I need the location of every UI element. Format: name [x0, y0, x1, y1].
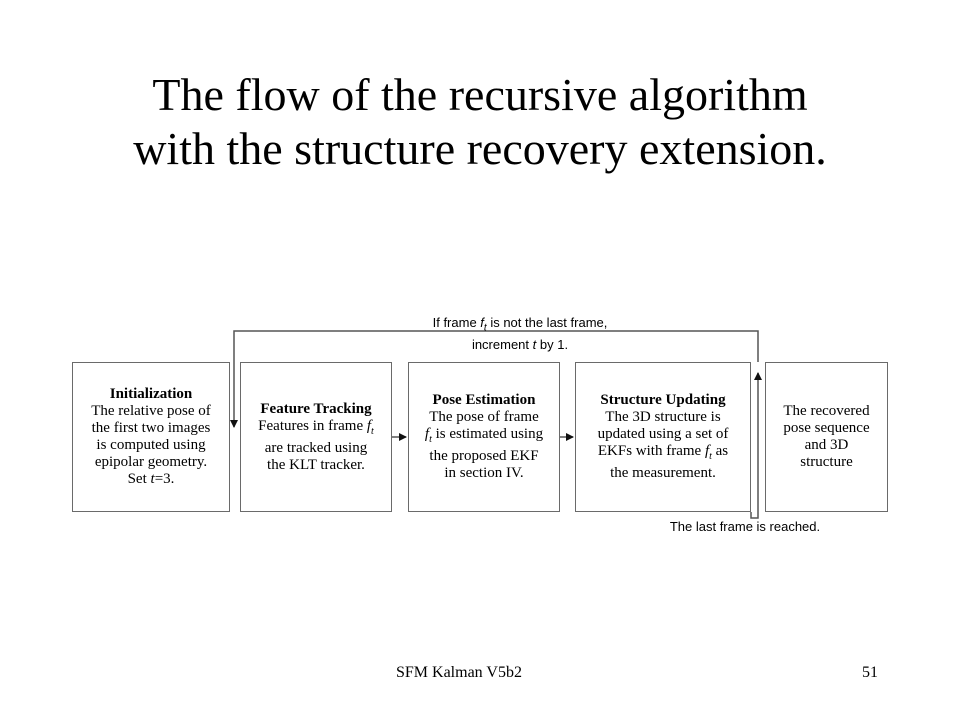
box-feature-tracking: Feature Tracking Features in frame ft ar…: [240, 362, 392, 512]
loop-label: If frame ft is not the last frame, incre…: [432, 315, 608, 352]
loop-connector: [230, 330, 759, 428]
exit-label: The last frame is reached.: [669, 519, 821, 534]
box-pose-estimation-heading: Pose Estimation: [432, 392, 536, 408]
exit-connector: [750, 372, 762, 519]
box-feature-tracking-heading: Feature Tracking: [260, 400, 372, 417]
box-structure-updating: Structure Updating The 3D structure is u…: [575, 362, 751, 512]
box-pose-estimation: Pose Estimation The pose of frame ft is …: [408, 362, 560, 512]
slide-title: The flow of the recursive algorithm with…: [0, 68, 960, 176]
title-line-2: with the structure recovery extension.: [133, 123, 827, 174]
title-line-1: The flow of the recursive algorithm: [152, 69, 808, 120]
footer-label: SFM Kalman V5b2: [396, 664, 522, 681]
box-initialization: Initialization The relative pose of the …: [72, 362, 230, 512]
box-structure-updating-heading: Structure Updating: [600, 392, 726, 408]
page-number: 51: [862, 664, 878, 681]
box-recovered-result: The recovered pose sequence and 3D struc…: [765, 362, 888, 512]
box-initialization-heading: Initialization: [109, 386, 193, 402]
